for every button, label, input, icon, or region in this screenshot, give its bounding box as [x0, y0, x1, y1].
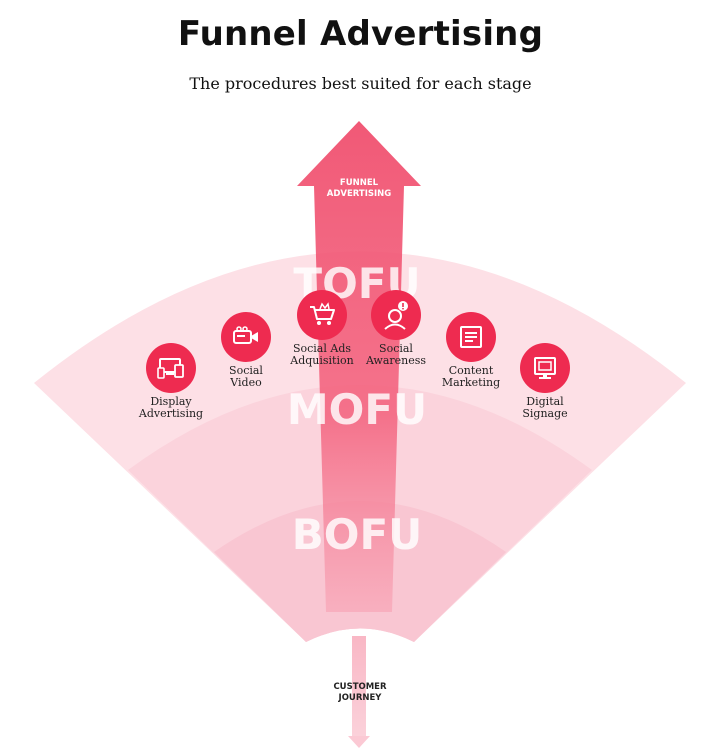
tactic-icon-circle — [221, 312, 271, 362]
tactic-social-video: Social Video — [186, 312, 306, 389]
tactic-content-marketing: Content Marketing — [411, 312, 531, 389]
journey-tail — [352, 636, 366, 736]
arrow-label-line2: ADVERTISING — [327, 189, 392, 199]
tactic-display-advertising: Display Advertising — [111, 343, 231, 420]
stage-bofu: BOFU — [292, 510, 423, 559]
tactic-label: Social Video — [229, 364, 263, 389]
stage-mofu: MOFU — [287, 385, 427, 434]
video-camera-icon — [233, 326, 258, 344]
tactic-label: Display Advertising — [138, 395, 204, 420]
signage-screen-icon — [534, 357, 556, 379]
person-alert-icon — [384, 301, 408, 330]
shopping-cart-icon — [310, 302, 335, 325]
tactic-digital-signage: Digital Signage — [485, 343, 605, 420]
tactic-label: Content Marketing — [441, 364, 501, 389]
tactic-icon-circle — [297, 290, 347, 340]
tactic-label: Social Ads Adquisition — [290, 342, 354, 367]
tactic-social-awareness: Social Awareness — [336, 290, 456, 367]
journey-label-line1: CUSTOMER — [333, 682, 387, 692]
tactic-icon-circle — [446, 312, 496, 362]
page-title: Funnel Advertising — [177, 14, 544, 54]
document-icon — [460, 326, 482, 348]
devices-icon — [157, 358, 184, 379]
funnel-arrow — [297, 121, 421, 612]
tactic-label: Digital Signage — [522, 395, 568, 420]
page-subtitle: The procedures best suited for each stag… — [189, 74, 532, 93]
tactic-icon-circle — [520, 343, 570, 393]
arrow-label-line1: FUNNEL — [340, 178, 379, 188]
tactic-label: Social Awareness — [365, 342, 427, 367]
journey-arrowhead — [348, 736, 370, 748]
journey-label-line2: JOURNEY — [338, 693, 382, 703]
tactic-icon-circle — [371, 290, 421, 340]
journey-label: CUSTOMER JOURNEY — [300, 682, 420, 704]
tactic-icon-circle — [146, 343, 196, 393]
tactic-social-ads-adquisition: Social Ads Adquisition — [262, 290, 382, 367]
